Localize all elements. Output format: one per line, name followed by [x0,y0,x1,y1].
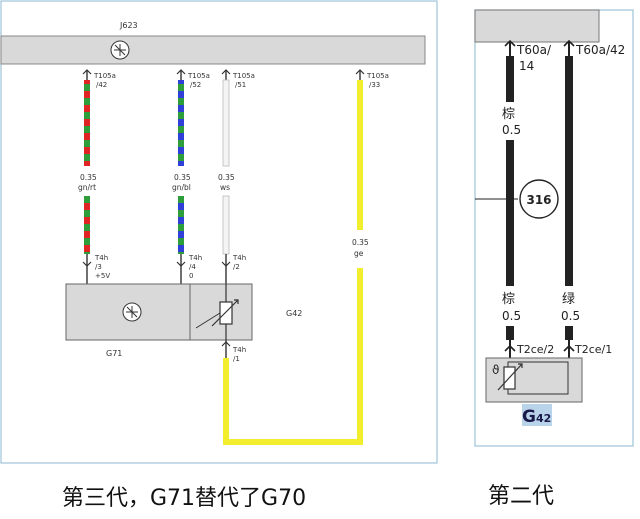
left-diagram: J623 T105a /42 [0,0,438,464]
pin1-label: T60a/ [516,43,552,57]
lower-wire1-color: 棕 [502,292,515,307]
lower-conn2: T2ce/1 [574,343,612,356]
w1-pin: T105a [93,72,116,80]
sensor-body-label: G71 [106,349,122,358]
w2-conn-num: /4 [189,263,196,271]
right-bus [474,9,600,43]
g42-main: G [522,407,536,427]
w3-gauge: 0.35 [218,173,235,182]
g42-highlight [522,404,552,426]
w3-conn: T4h [232,254,246,262]
caption-left: 第三代，G71替代了G70 [62,486,307,511]
lower-wire2-gauge: 0.5 [561,309,580,323]
w3-color-code: ws [220,183,230,192]
bus-label: J623 [119,21,138,30]
bus-device-icon [110,40,130,60]
wire-ws [221,69,231,284]
wire-gn-rt [82,69,92,284]
splice-label: 316 [526,193,551,207]
w4-pin: T105a [366,72,389,80]
w2-gauge: 0.35 [174,173,191,182]
upper-wire-color: 棕 [502,107,515,122]
theta-symbol: ϑ [492,363,499,377]
w1-conn-sig: +5V [95,272,110,280]
g42-sub: 42 [536,412,551,425]
w2-color-code: gn/bl [172,183,191,192]
pressure-sensor-icon [122,302,142,322]
w3-pin: T105a [232,72,255,80]
left-frame [0,0,438,464]
pin2-label: T60a/42 [575,43,625,57]
w3-conn-num: /2 [233,263,240,271]
sensor-label: G42 [286,309,302,318]
pin1-num: 14 [519,59,534,73]
w4-pin-num: /33 [369,81,380,89]
w4-color-code: ge [354,249,364,258]
lower-conn1: T2ce/2 [516,343,554,356]
right-thermistor-icon [497,363,523,391]
w2-pin: T105a [187,72,210,80]
w1-conn-num: /3 [95,263,102,271]
wire-gn-bl [176,69,186,284]
thermistor-icon [195,284,239,340]
w3-pin-num: /51 [235,81,246,89]
bus-bar [0,35,426,65]
caption-right: 第二代 [488,484,555,509]
lower-wire1-gauge: 0.5 [502,309,521,323]
w4-gauge: 0.35 [352,238,369,247]
splice-circle [519,179,559,219]
upper-wire-gauge: 0.5 [502,123,521,137]
w2-conn: T4h [188,254,202,262]
w2-conn-sig: 0 [189,272,193,280]
w1-pin-num: /42 [96,81,107,89]
wire-ge [223,69,365,445]
w2-pin-num: /52 [190,81,201,89]
w1-color-code: gn/rt [78,183,96,192]
lower-wire2-color: 绿 [562,292,575,307]
w1-conn: T4h [94,254,108,262]
w1-gauge: 0.35 [80,173,97,182]
right-diagram-svg: T60a/ 14 T60a/42 棕 0.5 316 棕 0.5 绿 0.5 T… [474,9,634,447]
right-diagram: T60a/ 14 T60a/42 棕 0.5 316 棕 0.5 绿 0.5 T… [472,0,638,450]
right-sensor-box [485,357,583,403]
left-diagram-svg: J623 T105a /42 [0,0,438,464]
lower-conn-num: /1 [233,355,240,363]
lower-conn: T4h [232,346,246,354]
